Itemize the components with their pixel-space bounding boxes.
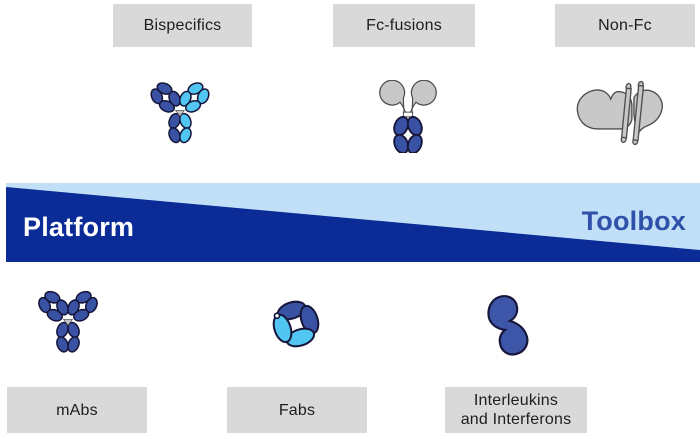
label-mabs: mAbs — [56, 401, 98, 419]
label-bispecifics: Bispecifics — [143, 17, 222, 34]
label-box-bispecifics: Bispecifics — [113, 4, 252, 47]
label-non-fc: Non-Fc — [598, 17, 652, 34]
non-fc-format-icon — [570, 80, 672, 148]
platform-toolbox-band: Platform Toolbox — [6, 183, 700, 262]
fc-fusion-icon — [377, 80, 439, 153]
label-box-fc-fusions: Fc-fusions — [333, 4, 475, 47]
label-interleukins-line1: Interleukins — [473, 392, 559, 409]
label-box-fabs: Fabs — [227, 387, 367, 433]
fab-fragment-icon — [263, 292, 329, 356]
platform-wedge-shape — [6, 187, 700, 262]
bispecific-antibody-icon — [146, 77, 214, 156]
label-box-non-fc: Non-Fc — [555, 4, 695, 47]
mab-antibody-icon — [33, 287, 103, 364]
platform-label: Platform — [23, 212, 135, 242]
label-fc-fusions: Fc-fusions — [366, 17, 442, 34]
toolbox-label: Toolbox — [581, 206, 686, 236]
interleukin-interferon-icon — [483, 293, 539, 357]
label-box-mabs: mAbs — [7, 387, 147, 433]
label-box-interleukins: Interleukins and Interferons — [445, 387, 587, 433]
label-interleukins-line2: and Interferons — [460, 411, 572, 428]
label-fabs: Fabs — [278, 401, 316, 419]
